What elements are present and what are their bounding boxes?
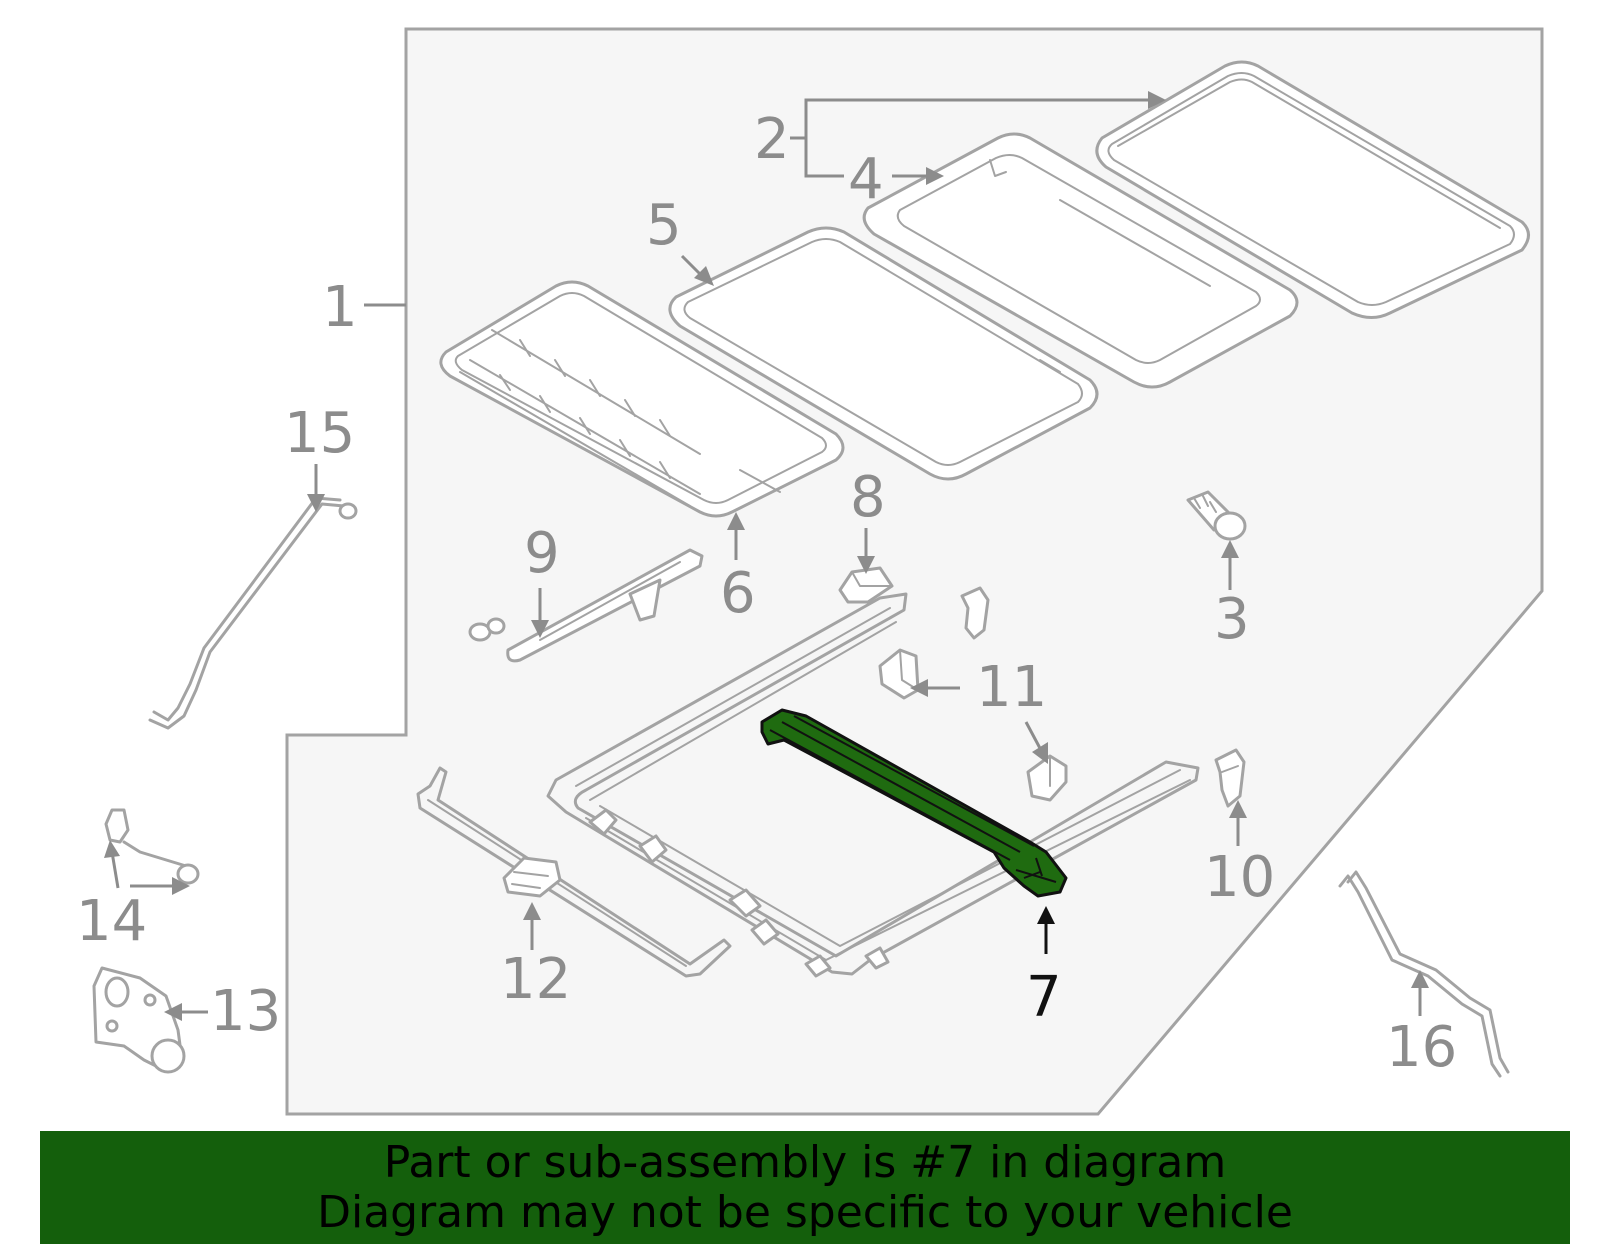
part-7-front-crossmember <box>760 708 1068 898</box>
banner-line-disclaimer: Diagram may not be specific to your vehi… <box>317 1186 1293 1238</box>
callout-14: 14 <box>76 889 147 954</box>
arrow-heads <box>104 91 1429 1021</box>
part-15-drain-hose <box>148 496 358 730</box>
part-8-block <box>838 566 894 604</box>
part-12-rail <box>416 766 732 978</box>
part-2-outer-frame <box>1095 60 1530 319</box>
callout-16: 16 <box>1386 1015 1457 1080</box>
callout-1: 1 <box>322 275 358 340</box>
leader-lines <box>110 98 1422 1016</box>
banner-line-part: Part or sub-assembly is #7 in diagram <box>383 1136 1227 1188</box>
part-3-screw <box>1186 490 1247 541</box>
callout-6: 6 <box>720 561 756 626</box>
callout-15: 15 <box>284 401 355 466</box>
callout-12: 12 <box>500 947 571 1012</box>
callout-7: 7 <box>1026 965 1062 1030</box>
callout-10: 10 <box>1204 845 1275 910</box>
part-clip-upper <box>960 586 990 640</box>
callout-2: 2 <box>754 107 790 172</box>
part-13-motor-bracket <box>92 966 186 1074</box>
part-6-sunshade <box>439 280 845 518</box>
part-16-drain-hose <box>1338 870 1510 1078</box>
callout-5: 5 <box>646 193 682 258</box>
part-1-main-frame <box>546 592 1200 978</box>
part-4-glass-panel <box>862 132 1299 389</box>
callout-8: 8 <box>850 465 886 530</box>
callout-labels: 1 2 3 4 5 6 7 8 9 10 11 12 13 14 15 16 <box>76 107 1457 1080</box>
part-5-seal <box>668 226 1099 481</box>
info-banner: Part or sub-assembly is #7 in diagram Di… <box>40 1131 1570 1244</box>
callout-13: 13 <box>210 979 281 1044</box>
callout-3: 3 <box>1214 587 1250 652</box>
callout-4: 4 <box>848 147 884 212</box>
part-14-drain-tube-clip <box>104 808 200 885</box>
part-9-link-arm <box>468 548 704 663</box>
part-10-clip <box>1214 748 1246 808</box>
callout-11: 11 <box>976 655 1047 720</box>
callout-9: 9 <box>524 521 560 586</box>
